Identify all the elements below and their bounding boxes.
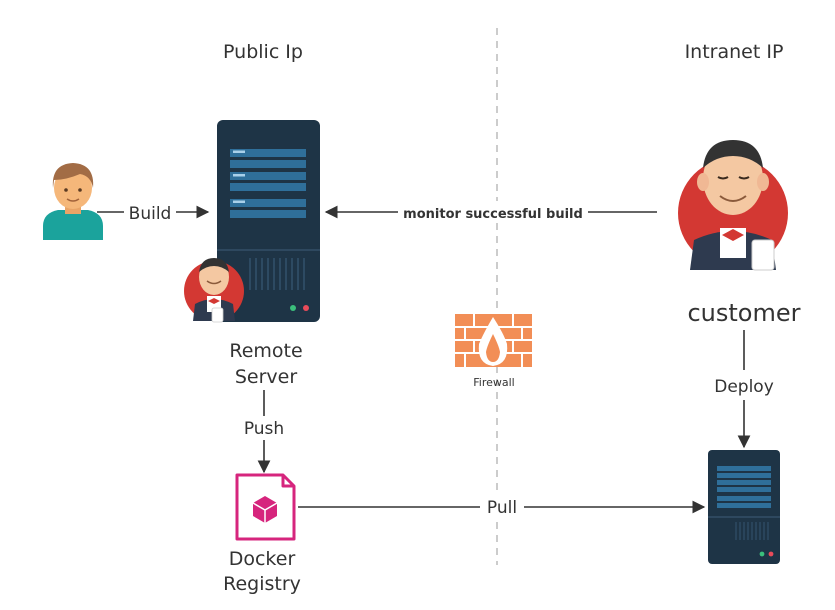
edge-build-label-bg <box>124 201 176 223</box>
registry-icon <box>235 473 296 541</box>
customer-label: customer <box>687 299 800 327</box>
docker-registry-label-line2: Registry <box>223 573 301 595</box>
jenkins-butler-small-icon <box>184 258 244 323</box>
docker-registry-label-line1: Docker <box>229 548 296 570</box>
intranet-server-icon <box>708 450 780 564</box>
zone-title-public: Public Ip <box>223 41 303 63</box>
remote-server-label-line1: Remote <box>229 340 302 362</box>
edge-deploy-label: Deploy <box>714 377 774 397</box>
remote-server-icon <box>217 120 320 322</box>
edge-push-label: Push <box>244 419 284 439</box>
firewall-icon <box>455 314 532 367</box>
zone-title-intranet: Intranet IP <box>685 41 784 63</box>
edge-monitor-label-bg <box>398 201 588 223</box>
jenkins-butler-icon <box>678 140 788 271</box>
edge-pull-label: Pull <box>487 498 517 518</box>
person-icon <box>43 163 103 240</box>
firewall-label: Firewall <box>473 376 514 389</box>
edge-pull-label-bg <box>480 496 524 518</box>
remote-server-label-line2: Server <box>235 366 297 388</box>
edge-monitor-label: monitor successful build <box>403 207 583 222</box>
edge-build-label: Build <box>129 204 172 224</box>
